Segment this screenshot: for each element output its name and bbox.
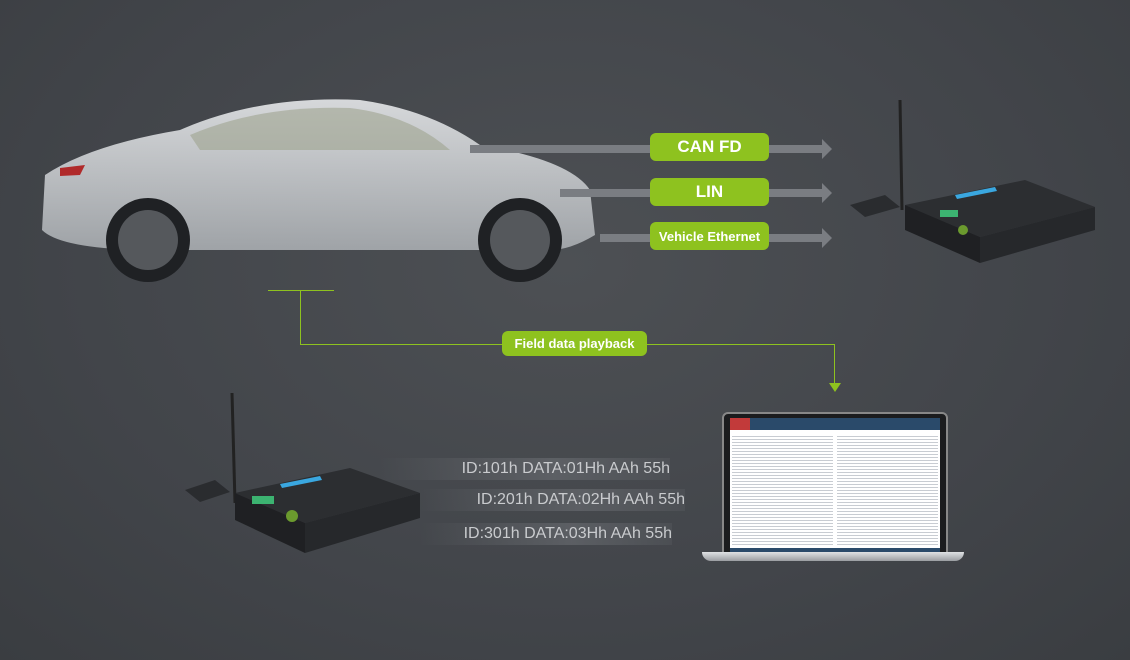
playback-arrowhead <box>829 383 841 392</box>
can-message-3: ID:301h DATA:03Hh AAh 55h <box>420 523 672 545</box>
laptop <box>722 412 948 558</box>
playback-connector-down <box>834 344 835 384</box>
car-image <box>42 99 595 282</box>
can-message-2: ID:201h DATA:02Hh AAh 55h <box>420 489 685 511</box>
data-table-right <box>837 434 938 546</box>
app-logo <box>730 418 750 430</box>
can-fd-label: CAN FD <box>650 133 769 161</box>
vehicle-ethernet-label: Vehicle Ethernet <box>650 222 769 250</box>
can-fd-arrow <box>470 139 832 159</box>
playback-device <box>185 392 420 553</box>
field-data-playback-label: Field data playback <box>502 331 647 356</box>
data-table-left <box>732 434 833 546</box>
data-logger-device <box>850 99 1095 263</box>
lin-label: LIN <box>650 178 769 206</box>
software-window <box>730 418 940 552</box>
laptop-base <box>702 552 964 561</box>
playback-connector-left <box>300 290 301 345</box>
can-message-1: ID:101h DATA:01Hh AAh 55h <box>380 458 670 480</box>
playback-connector-top <box>268 290 334 291</box>
